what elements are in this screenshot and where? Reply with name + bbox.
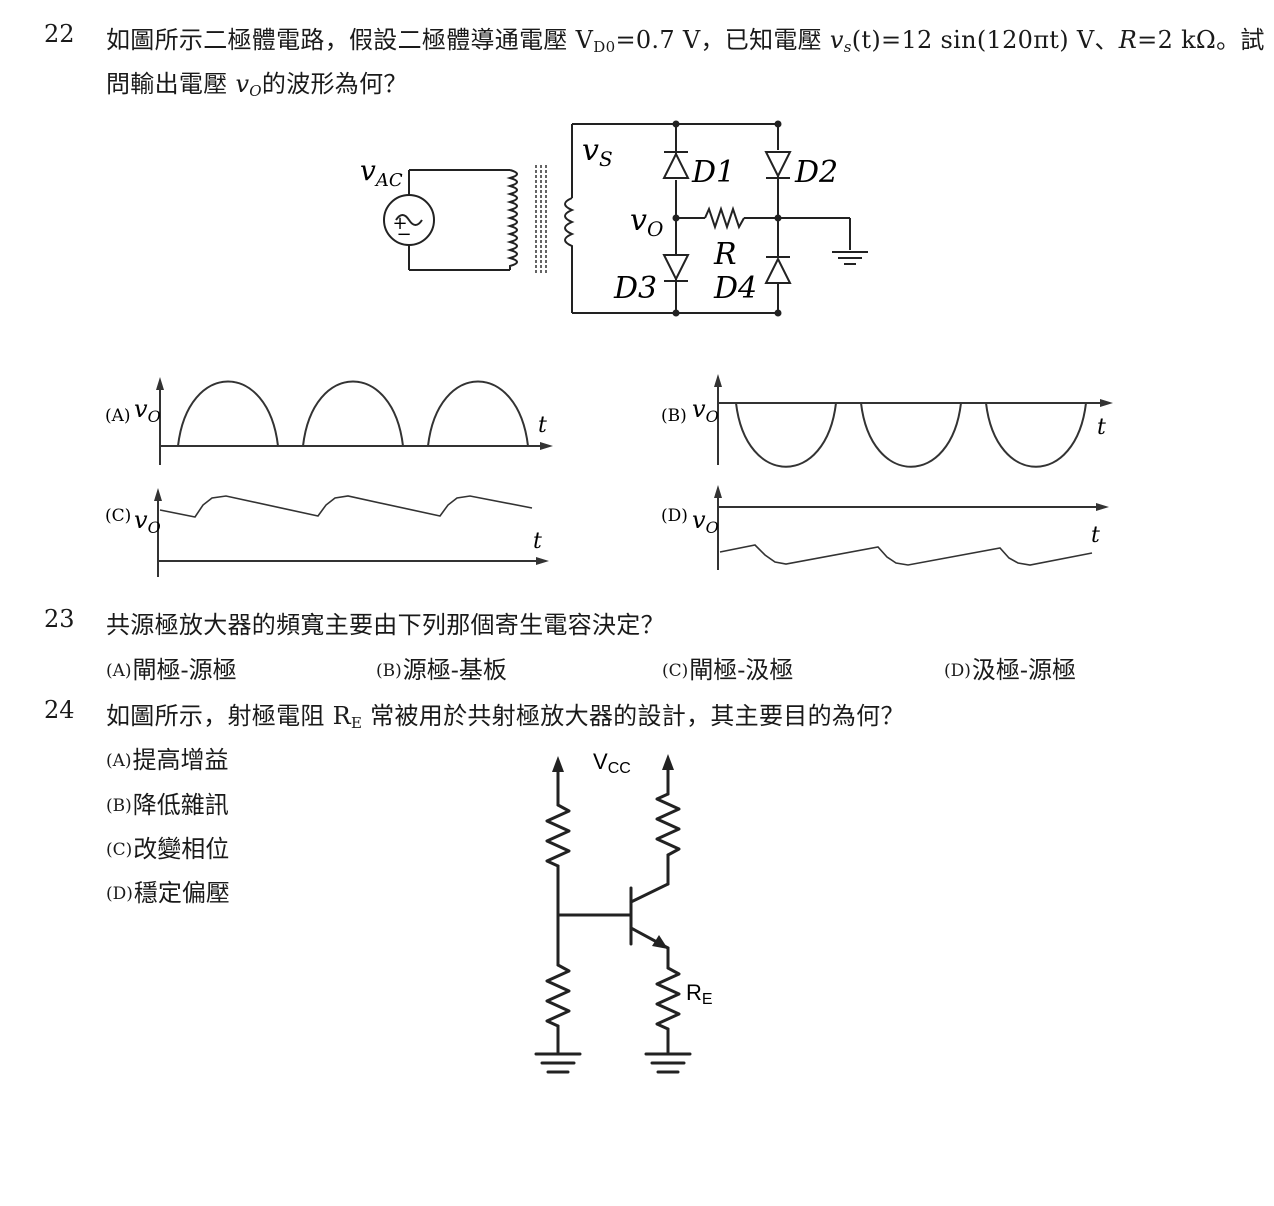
svg-text:t: t: [1097, 415, 1106, 440]
svg-text:t: t: [533, 529, 542, 554]
question-22-number: 22: [44, 20, 75, 48]
label-vo: vO: [630, 203, 663, 241]
label-vs: vS: [582, 133, 613, 171]
label-d1: D1: [691, 155, 735, 190]
label-r: R: [713, 237, 737, 272]
svg-text:vO: vO: [692, 506, 719, 537]
q24-option-c[interactable]: (C)改變相位: [106, 835, 230, 863]
q23-option-b[interactable]: (B)源極-基板: [376, 656, 507, 684]
label-d3: D3: [613, 271, 657, 306]
question-24-text: 如圖所示，射極電阻 RE 常被用於共射極放大器的設計，其主要目的為何？: [106, 702, 905, 732]
option-b-label: (B): [661, 406, 687, 426]
svg-text:t: t: [538, 413, 547, 438]
question-23-number: 23: [44, 605, 75, 633]
option-c-label: (C): [105, 506, 131, 526]
svg-text:vO: vO: [134, 395, 161, 426]
diode-d1-icon: [662, 150, 690, 179]
svg-text:−: −: [396, 224, 411, 245]
q23-option-d[interactable]: (D)汲極-源極: [944, 656, 1077, 684]
option-a-label: (A): [105, 406, 131, 426]
q24-option-a[interactable]: (A)提高增益: [106, 746, 229, 774]
common-emitter-circuit: VCC RE: [534, 749, 713, 1074]
label-vac: vAC: [360, 154, 403, 191]
diode-d3-icon: [662, 245, 690, 283]
secondary-coil-icon: [564, 197, 575, 250]
q24-option-d[interactable]: (D)穩定偏壓: [106, 879, 230, 907]
bridge-rectifier-circuit: + − vAC vS vO D1 D2 D3 D4 R: [360, 120, 868, 317]
diode-d4-icon: [764, 245, 792, 284]
question-23-text: 共源極放大器的頻寬主要由下列那個寄生電容決定？: [106, 611, 665, 639]
option-d-label: (D): [661, 506, 688, 526]
label-d2: D2: [794, 155, 838, 190]
question-24-number: 24: [44, 696, 75, 724]
primary-coil-icon: [506, 169, 518, 270]
question-22-text-line2: 問輸出電壓 vO的波形為何？: [106, 70, 408, 100]
svg-text:vO: vO: [134, 506, 161, 537]
q24-option-b[interactable]: (B)降低雜訊: [106, 791, 229, 819]
label-re: RE: [686, 980, 713, 1008]
q23-option-a[interactable]: (A)閘極-源極: [106, 656, 237, 684]
question-22-text-line1: 如圖所示二極體電路，假設二極體導通電壓 VD0=0.7 V，已知電壓 vs(t)…: [106, 26, 1265, 56]
waveform-options: (A) vO t (B) vO t (C) vO t (D) vO t: [105, 374, 1113, 577]
svg-text:vO: vO: [692, 395, 719, 426]
svg-text:t: t: [1091, 523, 1100, 548]
label-vcc: VCC: [593, 749, 631, 777]
svg-text:+: +: [392, 213, 407, 234]
q23-option-c[interactable]: (C)閘極-汲極: [662, 656, 794, 684]
diode-d2-icon: [764, 151, 792, 180]
label-d4: D4: [713, 271, 757, 306]
